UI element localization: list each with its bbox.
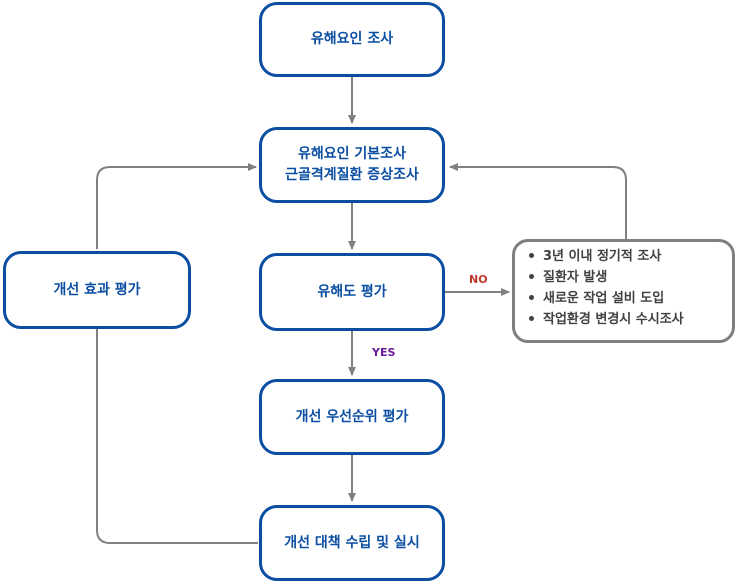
conditions-item-text: 3년 이내 정기적 조사 (543, 249, 662, 264)
node-risk-evaluation: 유해도 평가 (259, 253, 445, 331)
node-hazard-survey: 유해요인 조사 (259, 2, 445, 77)
node-priority-evaluation: 개선 우선순위 평가 (259, 379, 445, 455)
node-basic-survey: 유해요인 기본조사 근골격계질환 증상조사 (259, 127, 445, 203)
node-label: 개선 대책 수립 및 실시 (284, 534, 420, 551)
node-label-line1: 유해요인 기본조사 (298, 146, 406, 162)
conditions-item: 3년 이내 정기적 조사 (529, 246, 722, 267)
conditions-item-text: 질환자 발생 (543, 270, 608, 285)
node-action-plan: 개선 대책 수립 및 실시 (259, 505, 445, 581)
conditions-item-text: 작업환경 변경시 수시조사 (543, 312, 684, 327)
conditions-list: 3년 이내 정기적 조사 질환자 발생 새로운 작업 설비 도입 작업환경 변경… (529, 246, 722, 330)
bullet-icon (529, 274, 534, 279)
arrow-conditions-to-basic (449, 163, 627, 239)
conditions-item-text: 새로운 작업 설비 도입 (543, 291, 665, 306)
node-label: 개선 우선순위 평가 (295, 408, 409, 425)
edge-label-no: NO (469, 273, 488, 286)
arrow-effect-to-basic (96, 163, 257, 249)
edge-label-yes: YES (372, 346, 396, 359)
connector-action-to-effect (96, 329, 258, 544)
node-label-line2: 근골격계질환 증상조사 (285, 167, 419, 183)
node-label: 개선 효과 평가 (53, 281, 141, 298)
bullet-icon (529, 253, 534, 258)
node-label: 유해요인 조사 (310, 31, 394, 47)
node-effect-evaluation: 개선 효과 평가 (3, 251, 191, 329)
conditions-item: 질환자 발생 (529, 267, 722, 288)
conditions-item: 작업환경 변경시 수시조사 (529, 309, 722, 330)
conditions-box: 3년 이내 정기적 조사 질환자 발생 새로운 작업 설비 도입 작업환경 변경… (512, 239, 735, 343)
conditions-item: 새로운 작업 설비 도입 (529, 288, 722, 309)
bullet-icon (529, 295, 534, 300)
bullet-icon (529, 316, 534, 321)
node-label: 유해도 평가 (317, 283, 387, 300)
